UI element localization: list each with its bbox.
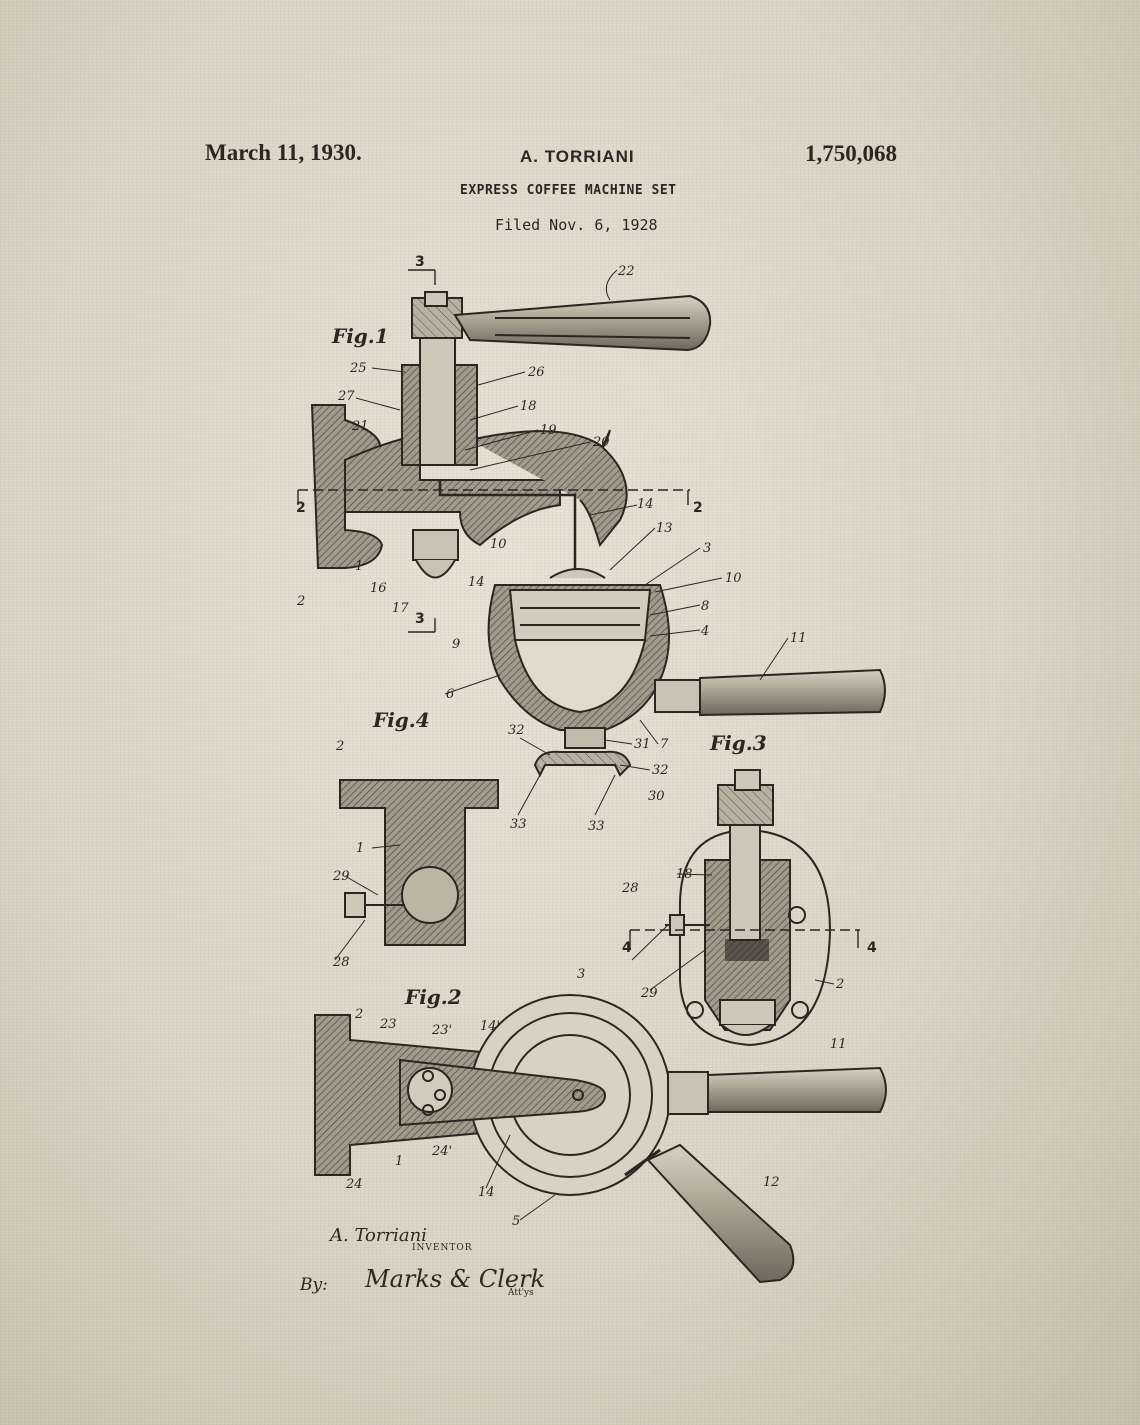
patent-number: 1,750,068 xyxy=(805,141,897,166)
by-label: By: xyxy=(300,1275,328,1295)
figure-3 xyxy=(629,769,860,1047)
ref-numeral: 24' xyxy=(431,1144,452,1159)
ref-numeral: 11 xyxy=(790,631,807,646)
ref-numeral: 16 xyxy=(370,581,387,596)
ref-numeral: 2 xyxy=(835,977,844,992)
inventor-name: A. TORRIANI xyxy=(520,147,635,166)
section-mark: 2 xyxy=(693,500,703,516)
ref-numeral: 12 xyxy=(763,1175,780,1190)
ref-numeral: 6 xyxy=(446,687,454,702)
ref-numeral: 1 xyxy=(355,559,363,574)
inventor-role: INVENTOR xyxy=(412,1243,473,1253)
ref-numeral: 5 xyxy=(512,1214,520,1229)
section-mark: 3 xyxy=(415,254,425,270)
figure-2 xyxy=(314,994,887,1284)
ref-numeral: 30 xyxy=(648,789,665,804)
ref-numeral: 14 xyxy=(478,1185,495,1200)
filed-date: Filed Nov. 6, 1928 xyxy=(495,216,658,234)
ref-numeral: 9 xyxy=(452,637,460,652)
ref-numeral: 28 xyxy=(332,955,350,970)
figure-1 xyxy=(297,269,886,778)
ref-numeral: 26 xyxy=(527,365,545,380)
ref-numeral: 2 xyxy=(296,594,305,609)
ref-numeral: 8 xyxy=(701,599,709,614)
ref-numeral: 2 xyxy=(354,1007,363,1022)
attorney-signature: Marks & Clerk xyxy=(365,1265,546,1293)
ref-numeral: 28 xyxy=(621,881,639,896)
section-mark: 4 xyxy=(867,940,877,956)
inventor-signature: A. Torriani xyxy=(330,1225,427,1246)
ref-numeral: 3 xyxy=(577,967,585,982)
patent-date: March 11, 1930. xyxy=(205,140,362,165)
ref-numeral: 14' xyxy=(480,1019,500,1034)
fig3-label: Fig.3 xyxy=(709,731,767,755)
ref-numeral: 18 xyxy=(520,399,537,414)
fig2-label: Fig.2 xyxy=(404,985,462,1009)
figure-4 xyxy=(339,779,499,946)
ref-numeral: 21 xyxy=(351,419,369,434)
section-mark: 4 xyxy=(622,940,632,956)
ref-numeral: 24 xyxy=(345,1177,363,1192)
ref-numeral: 10 xyxy=(725,571,742,586)
ref-numeral: 13 xyxy=(656,521,673,536)
patent-title: EXPRESS COFFEE MACHINE SET xyxy=(460,183,677,198)
ref-numeral: 2 xyxy=(335,739,344,754)
ref-numeral: 1 xyxy=(356,841,364,856)
ref-numeral: 29 xyxy=(332,869,350,884)
ref-numeral: 27 xyxy=(337,389,355,404)
ref-numeral: 31 xyxy=(634,737,651,752)
section-mark: 2 xyxy=(296,500,306,516)
ref-numeral: 25 xyxy=(349,361,367,376)
ref-numeral: 10 xyxy=(490,537,507,552)
ref-numeral: 20 xyxy=(592,435,610,450)
ref-numeral: 3 xyxy=(703,541,711,556)
section-mark: 3 xyxy=(415,611,425,627)
ref-numeral: 32 xyxy=(652,763,669,778)
ref-numeral: 14 xyxy=(468,575,485,590)
ref-numeral: 14 xyxy=(637,497,654,512)
ref-numeral: 32 xyxy=(508,723,525,738)
ref-numeral: 17 xyxy=(392,601,409,616)
ref-numeral: 22 xyxy=(617,264,635,279)
ref-numeral: 33 xyxy=(510,817,527,832)
ref-numeral: 7 xyxy=(660,737,669,752)
ref-numeral: 11 xyxy=(830,1037,847,1052)
ref-numeral: 4 xyxy=(700,624,709,639)
attorney-role: Att'ys xyxy=(508,1288,534,1298)
ref-numeral: 29 xyxy=(640,986,658,1001)
ref-numeral: 33 xyxy=(588,819,605,834)
fig4-label: Fig.4 xyxy=(372,708,430,732)
ref-numeral: 1 xyxy=(395,1154,403,1169)
fig1-label: Fig.1 xyxy=(331,324,389,348)
ref-numeral: 23' xyxy=(431,1023,452,1038)
ref-numeral: 23 xyxy=(379,1017,397,1032)
ref-numeral: 19 xyxy=(540,423,557,438)
